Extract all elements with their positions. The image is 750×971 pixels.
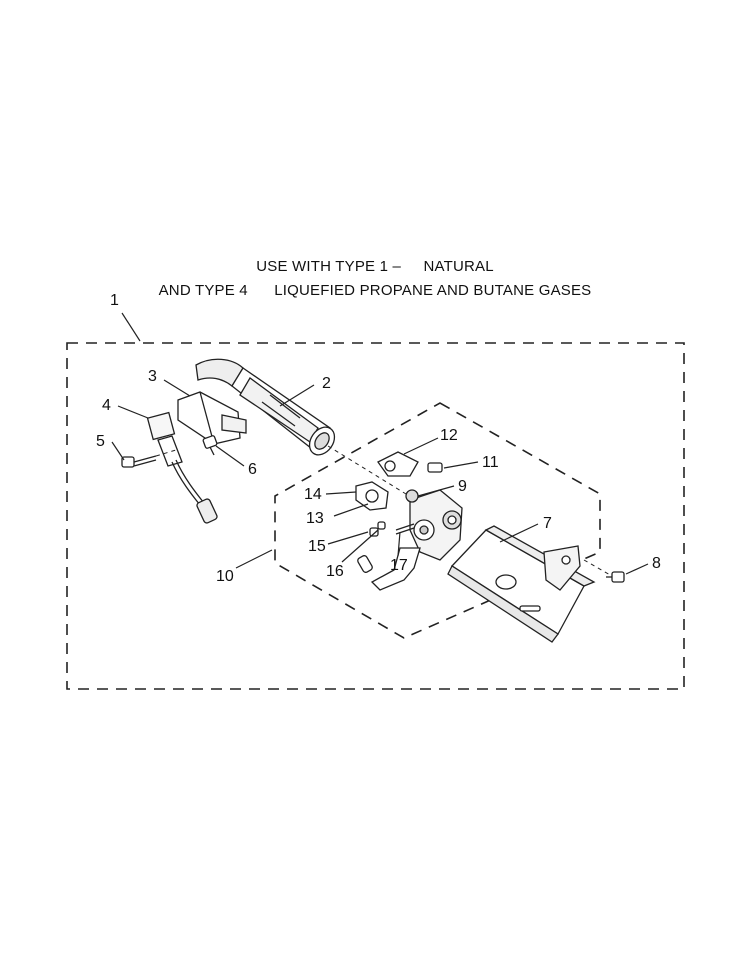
diagram-title-line-2: AND TYPE 4 LIQUEFIED PROPANE AND BUTANE … xyxy=(0,282,750,299)
callout-12: 12 xyxy=(440,427,458,444)
callout-5: 5 xyxy=(96,433,105,450)
igniter-part xyxy=(146,411,218,524)
callout-9: 9 xyxy=(458,478,467,495)
callout-3: 3 xyxy=(148,368,157,385)
alignment-lines xyxy=(155,445,613,577)
callout-16: 16 xyxy=(326,563,344,580)
valve-bracket-part xyxy=(447,525,596,643)
screw-6-part xyxy=(202,435,218,456)
gas-valve-part xyxy=(357,489,463,591)
callout-15: 15 xyxy=(308,538,326,555)
callout-7: 7 xyxy=(543,515,552,532)
callout-4: 4 xyxy=(102,397,111,414)
callout-2: 2 xyxy=(322,375,331,392)
title-type-4: AND TYPE 4 xyxy=(158,282,248,299)
title-natural: NATURAL xyxy=(423,258,494,275)
title-separator: – xyxy=(392,258,402,275)
callout-11: 11 xyxy=(482,454,499,471)
title-type-1: USE WITH TYPE 1 xyxy=(256,258,389,275)
callout-1: 1 xyxy=(110,292,119,309)
callout-6: 6 xyxy=(248,461,257,478)
callouts: 1 2 3 4 5 6 7 8 9 10 11 12 13 14 15 16 1… xyxy=(96,292,661,585)
callout-13: 13 xyxy=(306,510,324,527)
screw-11-part xyxy=(427,462,443,473)
callout-10: 10 xyxy=(216,568,234,585)
burner-tube-part xyxy=(195,358,336,456)
title-lp-gases: LIQUEFIED PROPANE AND BUTANE GASES xyxy=(274,282,592,299)
callout-8: 8 xyxy=(652,555,661,572)
screw-8-part xyxy=(606,571,625,583)
screw-5-part xyxy=(121,455,157,468)
diagram-title-line-1: USE WITH TYPE 1 – NATURAL xyxy=(0,258,750,275)
assembly-10-boundary xyxy=(274,402,601,639)
bracket-part xyxy=(177,391,247,445)
assembly-1-boundary xyxy=(66,342,685,690)
leader-lines xyxy=(111,312,649,575)
solenoid-bracket-part xyxy=(377,451,419,477)
callout-14: 14 xyxy=(304,486,322,503)
coil-part xyxy=(355,481,415,537)
callout-17: 17 xyxy=(390,557,408,574)
